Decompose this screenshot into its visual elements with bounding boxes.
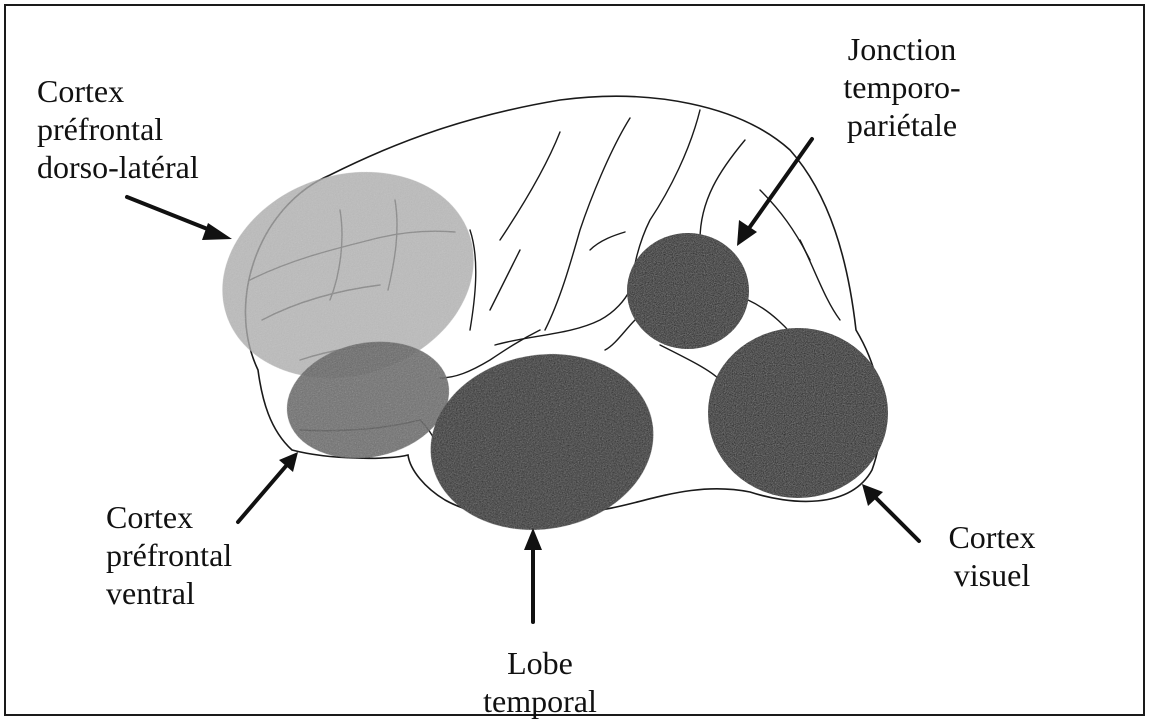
temporal-label: Lobe temporal <box>470 644 610 720</box>
vlpfc-label: Cortex préfrontal ventral <box>106 498 232 612</box>
tpj-label-line-1: Jonction <box>832 30 972 68</box>
tpj-region <box>627 233 749 349</box>
vlpfc-label-line-3: ventral <box>106 574 232 612</box>
tpj-label-line-3: pariétale <box>832 106 972 144</box>
vlpfc-arrow <box>238 466 286 522</box>
visual-label-line-2: visuel <box>932 556 1052 594</box>
tpj-label: Jonction temporo- pariétale <box>832 30 972 144</box>
dlpfc-label-line-2: préfrontal <box>37 110 199 148</box>
visual-cortex-region <box>708 328 888 498</box>
visual-label: Cortex visuel <box>932 518 1052 594</box>
temporal-label-line-2: temporal <box>470 682 610 720</box>
vlpfc-label-line-2: préfrontal <box>106 536 232 574</box>
dlpfc-arrowhead <box>202 223 232 240</box>
temporal-arrowhead <box>524 528 542 550</box>
vlpfc-label-line-1: Cortex <box>106 498 232 536</box>
dlpfc-label: Cortex préfrontal dorso-latéral <box>37 72 199 186</box>
temporal-label-line-1: Lobe <box>470 644 610 682</box>
tpj-arrow <box>747 139 812 231</box>
dlpfc-label-line-3: dorso-latéral <box>37 148 199 186</box>
dlpfc-arrow <box>127 197 215 232</box>
visual-label-line-1: Cortex <box>932 518 1052 556</box>
dlpfc-label-line-1: Cortex <box>37 72 199 110</box>
visual-arrow <box>876 498 919 541</box>
temporal-lobe-region <box>417 337 668 547</box>
tpj-label-line-2: temporo- <box>832 68 972 106</box>
